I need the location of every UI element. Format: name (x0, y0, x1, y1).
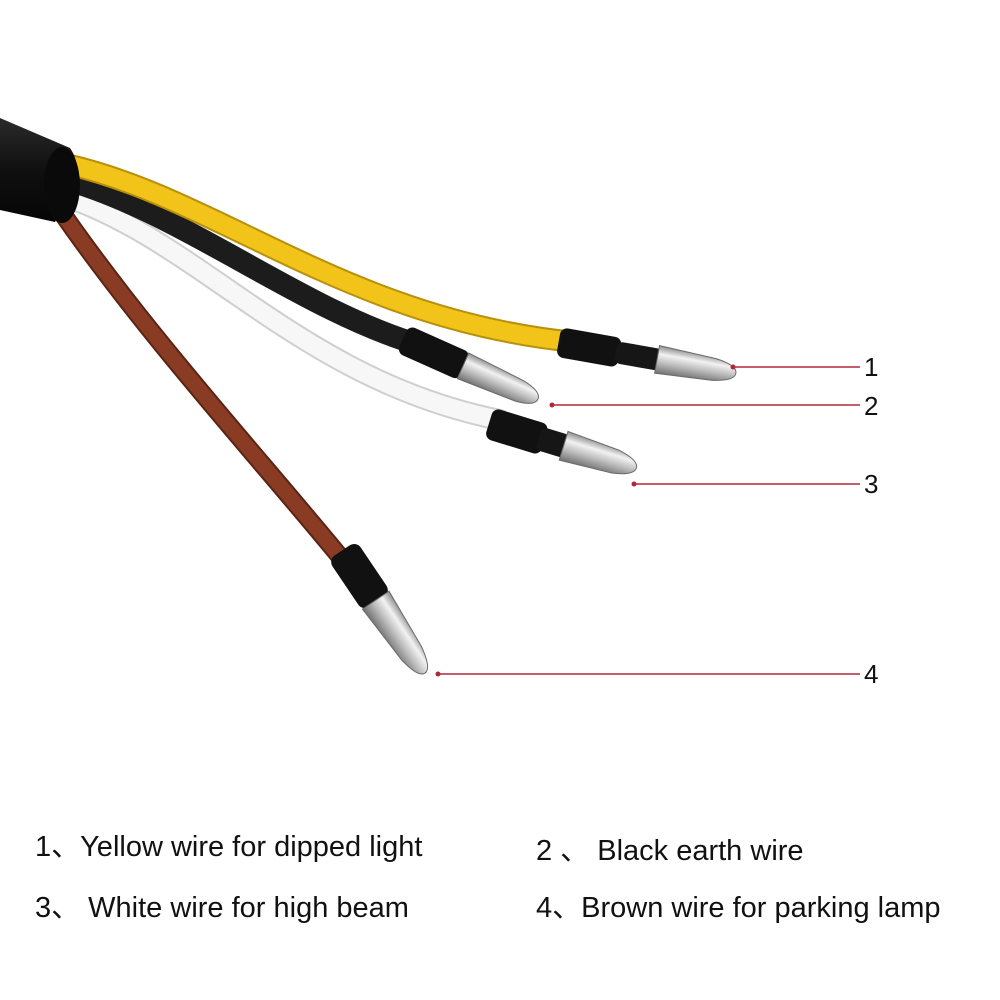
leader-dot-4 (435, 671, 441, 677)
bullet-connector-2 (456, 352, 539, 404)
heat-shrink-1 (557, 328, 622, 367)
bullet-connector-4 (361, 590, 429, 675)
connector-1 (557, 328, 737, 381)
white-wire-body (51, 186, 509, 429)
heat-shrink-2 (398, 327, 469, 379)
heat-shrink-4 (331, 543, 388, 609)
brown-wire-body (52, 202, 363, 583)
legend-item-black: 2 、 Black earth wire (536, 835, 804, 867)
leader-dot-1 (730, 364, 736, 370)
black-wire (49, 167, 431, 356)
yellow-wire-body (61, 156, 584, 351)
heat-shrink-3-tip (536, 428, 570, 457)
connector-3 (486, 409, 638, 475)
callout-number-2: 2 (864, 391, 878, 421)
leader-dot-3 (631, 481, 637, 487)
connector-2 (398, 327, 539, 404)
heat-shrink-3 (486, 409, 548, 454)
callout-number-4: 4 (864, 659, 878, 689)
connector-4 (331, 543, 429, 675)
callout-number-1: 1 (864, 352, 878, 382)
cable-sheath-end (44, 147, 80, 223)
legend-item-white: 3、 White wire for high beam (35, 892, 409, 924)
callout-number-3: 3 (864, 469, 878, 499)
bullet-connector-1 (654, 345, 737, 381)
leader-dot-2 (549, 402, 555, 408)
legend-item-brown: 4、Brown wire for parking lamp (536, 892, 941, 924)
bullet-connector-3 (558, 430, 638, 475)
heat-shrink-1-tip (614, 342, 662, 370)
legend-item-yellow: 1、Yellow wire for dipped light (35, 831, 423, 863)
